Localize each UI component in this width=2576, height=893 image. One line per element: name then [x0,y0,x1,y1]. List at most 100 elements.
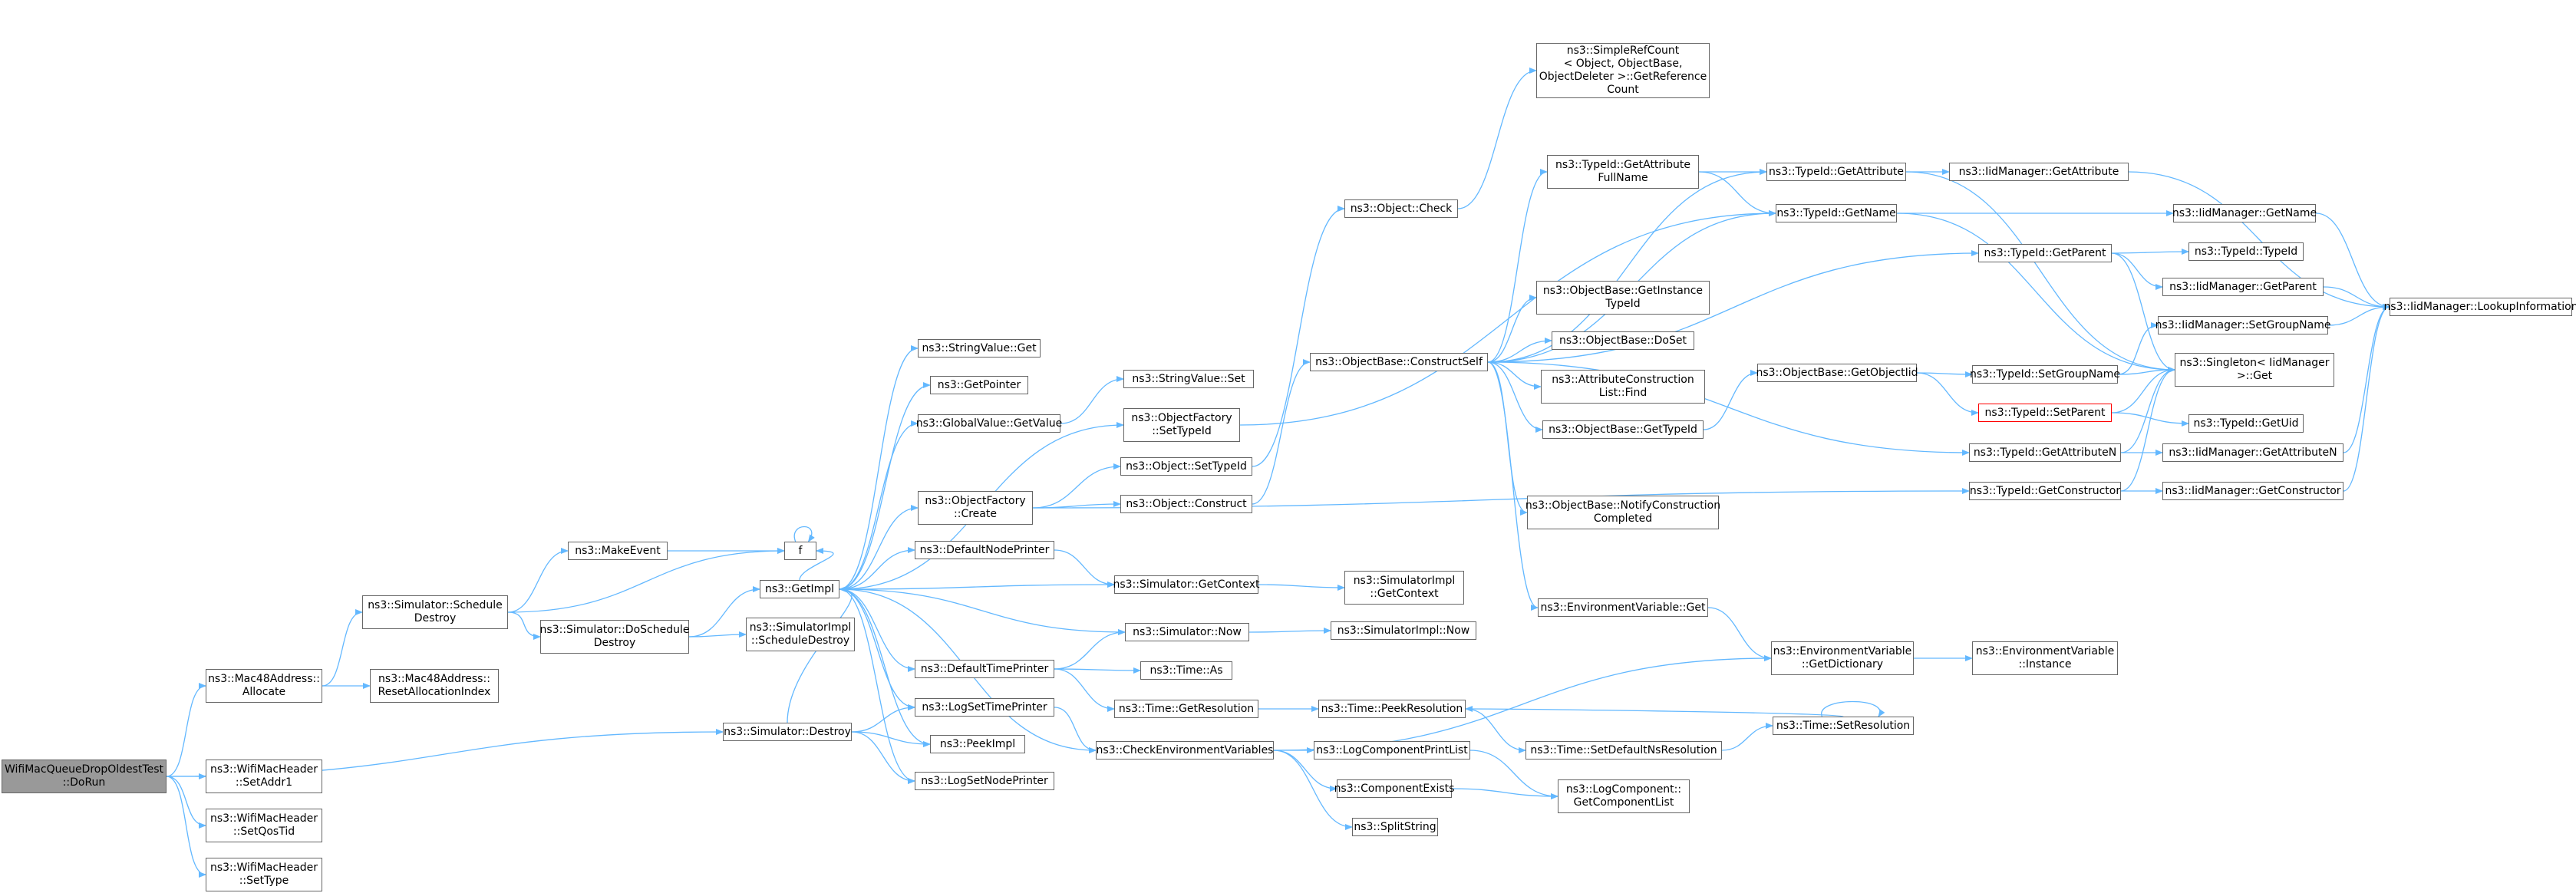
node-get-pointer[interactable]: ns3::GetPointer [930,376,1028,394]
node-obj-base-get-type-id[interactable]: ns3::ObjectBase::GetTypeId [1542,420,1704,439]
node-type-id-get-name[interactable]: ns3::TypeId::GetName [1776,204,1897,222]
node-log-comp-get-list[interactable]: ns3::LogComponent::GetComponentList [1558,779,1690,813]
node-obj-check[interactable]: ns3::Object::Check [1344,199,1458,218]
node-label-line: GetComponentList [1573,796,1674,809]
node-mac48alloc[interactable]: ns3::Mac48Address::Allocate [206,669,322,703]
node-label-line: ns3::ObjectBase::GetObjectIid [1756,366,1918,379]
node-type-id-get-constructor[interactable]: ns3::TypeId::GetConstructor [1969,482,2121,500]
edge-objFactSetTypeId-to-typeIdGetName [1239,210,1776,426]
node-sim-impl-sched-destroy[interactable]: ns3::SimulatorImpl::ScheduleDestroy [746,618,855,651]
node-iid-get-constructor[interactable]: ns3::IidManager::GetConstructor [2162,482,2343,500]
node-get-impl[interactable]: ns3::GetImpl [760,580,839,598]
node-sim-impl-now[interactable]: ns3::SimulatorImpl::Now [1331,621,1476,640]
node-time-set-def-ns-res[interactable]: ns3::Time::SetDefaultNsResolution [1525,741,1722,760]
node-obj-base-do-set[interactable]: ns3::ObjectBase::DoSet [1552,331,1694,350]
node-type-id-get-uid[interactable]: ns3::TypeId::GetUid [2188,414,2304,433]
node-label-line: ns3::GetPointer [937,378,1021,391]
node-type-id-get-attr[interactable]: ns3::TypeId::GetAttribute [1766,163,1906,181]
node-f[interactable]: f [784,542,816,560]
node-peek-impl[interactable]: ns3::PeekImpl [930,735,1025,753]
node-time-set-res[interactable]: ns3::Time::SetResolution [1773,717,1914,735]
node-log-set-node-printer[interactable]: ns3::LogSetNodePrinter [915,772,1054,790]
edge-getImpl-to-f [799,548,834,581]
node-time-as[interactable]: ns3::Time::As [1140,661,1232,680]
node-type-id-set-parent[interactable]: ns3::TypeId::SetParent [1978,404,2112,422]
node-reset-alloc[interactable]: ns3::Mac48Address::ResetAllocationIndex [370,669,499,703]
node-label-line: ns3::SimulatorImpl [1353,575,1456,587]
edge-objBaseConstructSelf-to-envVarGet [1487,361,1539,611]
node-label-line: ns3::ObjectBase::GetInstance [1542,285,1704,297]
node-time-get-res[interactable]: ns3::Time::GetResolution [1114,700,1258,718]
node-iid-lookup-info[interactable]: ns3::IidManager::LookupInformation [2383,298,2576,316]
edge-objBaseConstructSelf-to-objBaseGetTypeId [1487,361,1543,433]
node-iid-get-parent[interactable]: ns3::IidManager::GetParent [2162,278,2324,296]
edge-schedDestroy-to-makeEvent [507,548,569,613]
node-type-id-get-parent[interactable]: ns3::TypeId::GetParent [1978,244,2112,262]
node-type-id-set-group-name[interactable]: ns3::TypeId::SetGroupName [1970,365,2120,384]
node-obj-fact-set-type-id[interactable]: ns3::ObjectFactory::SetTypeId [1123,408,1240,442]
node-setqostid[interactable]: ns3::WifiMacHeader::SetQosTid [206,809,322,842]
node-label-line: ns3::SimpleRefCount [1566,44,1680,57]
node-time-peek-res[interactable]: ns3::Time::PeekResolution [1318,700,1466,718]
node-label-line: ns3::Time::As [1149,664,1223,677]
node-make-event[interactable]: ns3::MakeEvent [568,542,668,560]
node-iid-get-attr-n[interactable]: ns3::IidManager::GetAttributeN [2162,443,2343,462]
node-str-val-get[interactable]: ns3::StringValue::Get [918,339,1041,358]
node-label-line: ns3::WifiMacHeader [209,812,318,825]
node-label-line: List::Find [1598,387,1648,399]
node-setaddr1[interactable]: ns3::WifiMacHeader::SetAddr1 [206,760,322,793]
node-root[interactable]: WifiMacQueueDropOldestTest::DoRun [2,760,167,793]
edge-typeIdSetGroupName-to-singletonGet [2117,367,2175,375]
node-iid-set-group-name[interactable]: ns3::IidManager::SetGroupName [2155,316,2330,334]
node-settype[interactable]: ns3::WifiMacHeader::SetType [206,858,322,891]
node-env-var-instance[interactable]: ns3::EnvironmentVariable::Instance [1972,641,2118,675]
edge-timePeekRes-to-timeSetDefNsRes [1465,708,1526,753]
node-iid-get-name[interactable]: ns3::IidManager::GetName [2172,204,2317,222]
node-split-string[interactable]: ns3::SplitString [1352,818,1438,836]
node-def-time-printer[interactable]: ns3::DefaultTimePrinter [915,660,1054,678]
node-label-line: ns3::Simulator::Now [1133,625,1242,638]
node-log-comp-print-list[interactable]: ns3::LogComponentPrintList [1314,741,1470,760]
node-obj-construct[interactable]: ns3::Object::Construct [1120,495,1252,513]
node-label-line: ns3::EnvironmentVariable [1773,645,1912,657]
node-obj-fact-create[interactable]: ns3::ObjectFactory::Create [918,491,1033,525]
node-simdestroy[interactable]: ns3::Simulator::Destroy [723,723,852,741]
node-iid-get-attr[interactable]: ns3::IidManager::GetAttribute [1949,163,2129,181]
edge-timeSetRes-to-timePeekRes [1465,706,1844,717]
edge-iidGetParent-to-iidLookupInfo [2323,286,2390,310]
node-def-node-printer[interactable]: ns3::DefaultNodePrinter [915,541,1054,559]
edge-globalValGet-to-strValSet [1060,376,1124,424]
node-label-line: ns3::StringValue::Get [922,341,1037,354]
node-env-var-get[interactable]: ns3::EnvironmentVariable::Get [1538,598,1708,617]
edge-typeIdSetGroupName-to-iidSetGroupName [2117,322,2159,375]
node-comp-exists[interactable]: ns3::ComponentExists [1334,779,1454,798]
node-sim-get-context[interactable]: ns3::Simulator::GetContext [1113,575,1260,594]
edge-mac48alloc-to-schedDestroy [322,609,363,687]
node-singleton-get[interactable]: ns3::Singleton< IidManager>::Get [2175,353,2334,387]
node-label-line: ns3::Singleton< IidManager [2179,357,2330,369]
node-simple-ref-count[interactable]: ns3::SimpleRefCount< Object, ObjectBase,… [1536,43,1710,98]
node-global-val-get[interactable]: ns3::GlobalValue::GetValue [916,414,1062,433]
node-env-var-get-dict[interactable]: ns3::EnvironmentVariable::GetDictionary [1771,641,1914,675]
edge-compExists-to-logCompGetList [1451,788,1558,799]
node-label-line: ::SetType [239,875,289,887]
edge-root-to-settype [166,776,206,878]
node-label-line: ::Instance [2018,658,2072,671]
node-sim-now[interactable]: ns3::Simulator::Now [1125,623,1249,641]
node-str-val-set[interactable]: ns3::StringValue::Set [1123,370,1254,388]
node-sim-impl-get-context[interactable]: ns3::SimulatorImpl::GetContext [1344,571,1464,605]
node-type-id-type-id[interactable]: ns3::TypeId::TypeId [2188,242,2304,261]
node-check-env[interactable]: ns3::CheckEnvironmentVariables [1096,741,1274,760]
node-label-line: ns3::IidManager::LookupInformation [2383,300,2576,313]
node-obj-base-construct-self[interactable]: ns3::ObjectBase::ConstructSelf [1310,353,1488,371]
node-obj-set-type-id[interactable]: ns3::Object::SetTypeId [1120,457,1252,476]
node-log-set-time-printer[interactable]: ns3::LogSetTimePrinter [915,698,1054,717]
node-obj-base-get-object-iid[interactable]: ns3::ObjectBase::GetObjectIid [1756,364,1918,382]
node-type-id-get-attr-n[interactable]: ns3::TypeId::GetAttributeN [1969,443,2121,462]
